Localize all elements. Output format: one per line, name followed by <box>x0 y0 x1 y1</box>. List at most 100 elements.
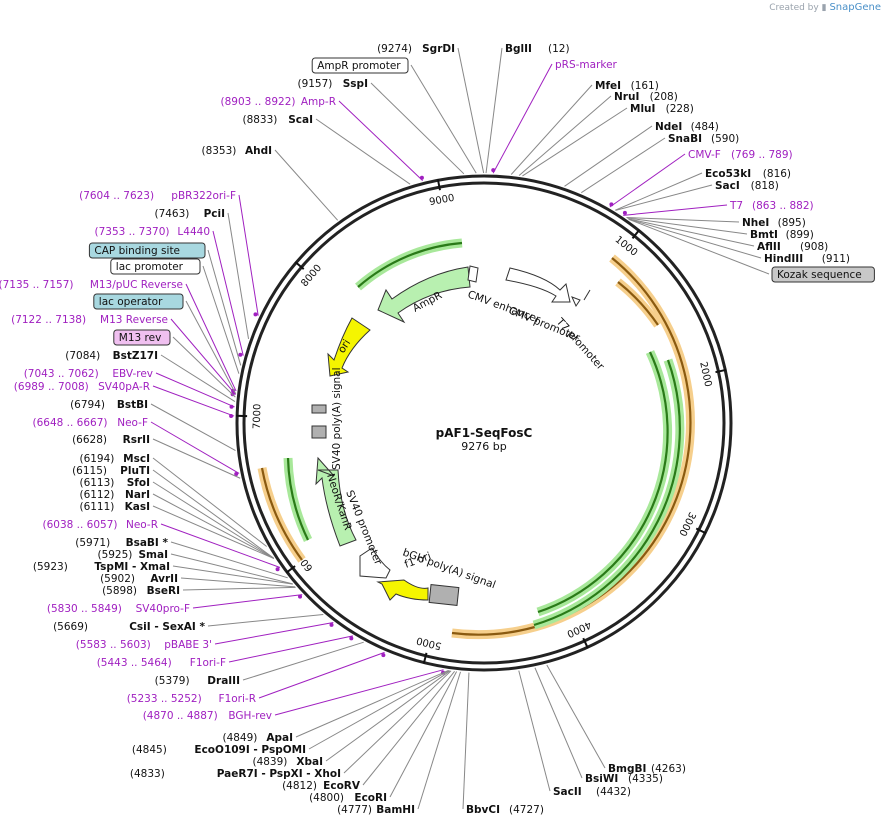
primer-name: pBABE 3' <box>164 639 212 651</box>
backbone-outer-ring <box>235 174 733 672</box>
enzyme-name: SacII <box>553 786 582 798</box>
enzyme-position: (8353) <box>201 145 236 157</box>
enzyme-position: (4727) <box>509 804 544 816</box>
sv40-promoter-arrow <box>359 547 391 579</box>
enzyme-position: (911) <box>822 253 850 265</box>
tick-9000 <box>436 179 441 191</box>
enzyme-name: Eco53kI <box>705 168 751 180</box>
leader-line <box>615 184 713 211</box>
primer-label: M13 Reverse(7122 .. 7138) <box>11 314 168 326</box>
primer-label: pBABE 3'(5583 .. 5603) <box>76 639 212 651</box>
enzyme-name: BstZ17I <box>113 350 158 362</box>
enzyme-name: BmgBI <box>608 763 646 775</box>
enzyme-position: (4812) <box>282 780 317 792</box>
backbone-inner-ring <box>242 181 726 665</box>
primer-site-mark <box>238 352 243 357</box>
primer-name: M13/pUC Reverse <box>90 279 183 291</box>
feature-arc-green-left <box>283 457 313 542</box>
leader-line <box>238 194 259 316</box>
primer-label: BGH-rev(4870 .. 4887) <box>143 710 272 722</box>
primer-site-mark <box>234 472 239 477</box>
feature-label: SV40 poly(A) signal <box>331 367 343 470</box>
plasmid-name: pAF1-SeqFosC <box>436 426 533 440</box>
enzyme-position: (4335) <box>628 773 663 785</box>
enzyme-name: NarI <box>125 489 150 501</box>
bgh-polya-box <box>428 584 460 606</box>
enzyme-label: MluI(228) <box>630 103 694 115</box>
leader-line <box>615 172 703 211</box>
enzyme-label: BseRI (5898) <box>102 585 180 597</box>
sv40-polya-box <box>311 404 327 414</box>
feature-arc-green-a <box>536 350 673 617</box>
ori-feature-arrow <box>327 317 371 377</box>
enzyme-position: (6194) <box>79 453 114 465</box>
leader-line <box>308 670 450 750</box>
leader-line <box>160 354 236 402</box>
enzyme-name: BsiWI <box>585 773 618 785</box>
leader-line <box>185 283 237 392</box>
leader-line <box>518 670 551 792</box>
enzyme-name: EcoRI <box>354 792 387 804</box>
brand-name: SnapGene <box>829 2 881 13</box>
enzyme-position: (5379) <box>155 675 190 687</box>
leader-line <box>564 125 653 187</box>
leader-line <box>150 403 236 451</box>
primer-range: (769 .. 789) <box>731 149 793 161</box>
enzyme-name: BseRI <box>147 585 180 597</box>
leader-line <box>518 95 612 176</box>
leader-line <box>207 613 324 627</box>
primer-site-mark <box>298 594 303 599</box>
enzyme-label: SmaI(5925) <box>97 549 168 561</box>
leader-line <box>152 457 267 547</box>
primer-site-mark <box>491 168 496 173</box>
tick-5000 <box>422 652 428 664</box>
enzyme-position: (161) <box>631 80 659 92</box>
enzyme-position: (5669) <box>53 621 88 633</box>
leader-line <box>534 667 583 779</box>
primer-range: (6648 .. 6667) <box>33 417 108 429</box>
tick-4000 <box>582 637 589 649</box>
feature-label: bGH poly(A) signal <box>401 547 497 592</box>
enzyme-label: EcoRI(4800) <box>309 792 387 804</box>
enzyme-label: XbaI(4839) <box>252 756 323 768</box>
primer-site-mark <box>253 312 258 317</box>
primer-name: EBV-rev <box>112 368 153 380</box>
primer-label: pBR322ori-F(7604 .. 7623) <box>79 190 236 202</box>
primer-label: L4440(7353 .. 7370) <box>95 226 211 238</box>
primer-site-mark <box>349 636 354 641</box>
enzyme-label: ApaI(4849) <box>222 732 293 744</box>
enzyme-label: KasI (6111) <box>79 501 150 513</box>
boxed-feature-label: CAP binding site <box>88 242 206 259</box>
ampr-feature-arrow <box>377 266 471 324</box>
leader-line <box>485 47 503 174</box>
enzyme-label: TspMI - XmaI(5923) <box>33 561 170 573</box>
leader-line <box>152 493 275 559</box>
enzyme-name: KasI <box>125 501 150 513</box>
leader-line <box>626 217 740 223</box>
enzyme-position: (6111) <box>79 501 114 513</box>
enzyme-label: Eco53kI(816) <box>705 168 791 180</box>
enzyme-position: (5971) <box>75 537 110 549</box>
primer-name: F1ori-F <box>190 657 226 669</box>
enzyme-label: BstZ17I(7084) <box>65 350 158 362</box>
label-box <box>93 293 184 310</box>
leader-line <box>207 249 242 366</box>
leader-line <box>510 84 593 175</box>
enzyme-position: (5902) <box>100 573 135 585</box>
enzyme-position: (5898) <box>102 585 137 597</box>
enzyme-label: SnaBI(590) <box>668 133 739 145</box>
box-label-text: CAP binding site <box>94 245 180 257</box>
leader-line <box>417 671 461 810</box>
enzyme-position: (818) <box>751 180 779 192</box>
primer-name: M13 Reverse <box>100 314 168 326</box>
leader-line <box>315 118 411 185</box>
primer-range: (7353 .. 7370) <box>95 226 170 238</box>
enzyme-name: ApaI <box>266 732 293 744</box>
enzyme-label: BmgBI(4263) <box>608 763 686 775</box>
leader-line <box>492 63 553 174</box>
t7-promoter-mark <box>571 296 581 308</box>
enzyme-name: PciI <box>204 208 225 220</box>
primer-range: (6989 .. 7008) <box>14 381 89 393</box>
tick-3000 <box>695 527 707 535</box>
leader-line <box>227 212 250 340</box>
